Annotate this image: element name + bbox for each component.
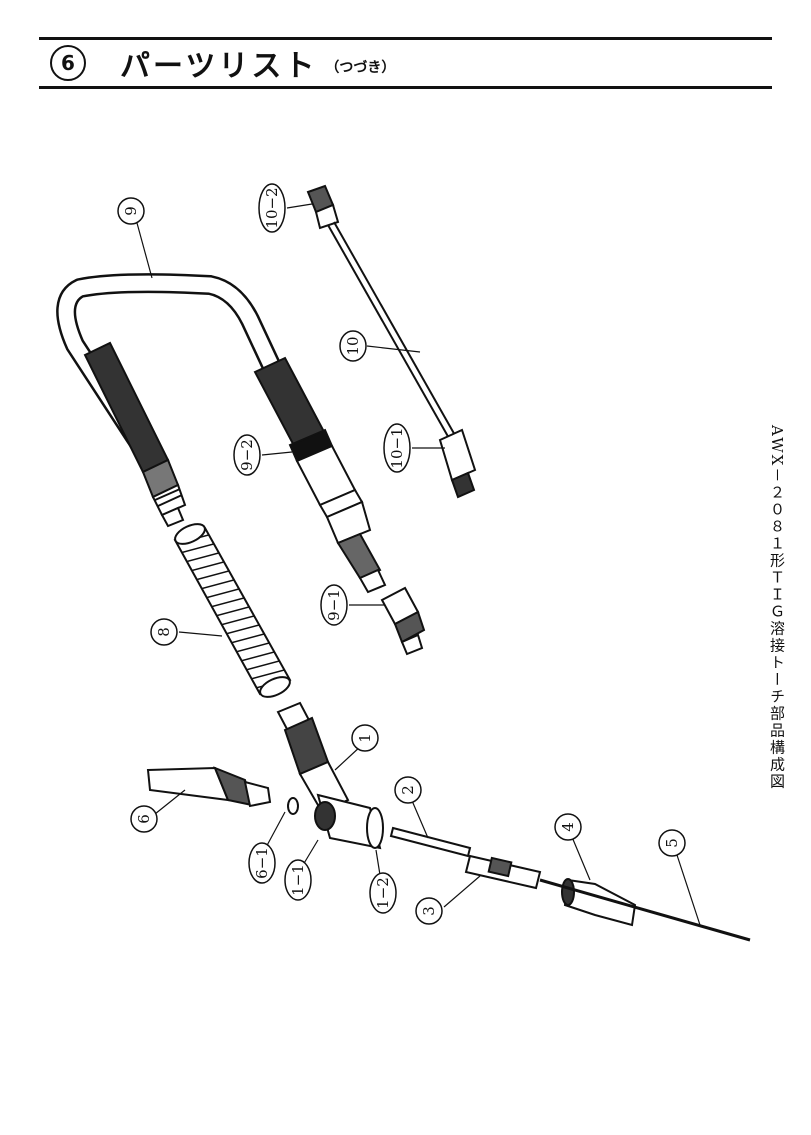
page-header: 6 パーツリスト （つづき）	[50, 42, 395, 84]
part-9-1-fitting	[380, 586, 426, 656]
callout-1-2	[369, 872, 397, 914]
callout-label-1-1: 1−1	[289, 864, 307, 896]
callout-circles	[117, 183, 686, 925]
callout-label-4: 4	[559, 822, 577, 832]
page-title: パーツリスト	[120, 49, 318, 84]
callout-4	[554, 813, 582, 841]
callout-10	[339, 330, 367, 362]
part-4-nozzle	[561, 878, 637, 927]
callout-label-6-1: 6−1	[253, 847, 271, 879]
callout-6-1	[248, 842, 276, 884]
part-8-hose-cover	[173, 523, 292, 698]
header-top-rule	[39, 37, 772, 40]
callout-1	[351, 724, 379, 752]
callout-label-3: 3	[420, 906, 438, 916]
callout-9	[117, 197, 145, 225]
callout-label-5: 5	[663, 838, 681, 848]
callout-9-1	[320, 584, 348, 626]
callout-label-1: 1	[356, 733, 374, 743]
header-bottom-rule	[39, 86, 772, 89]
part-10-switch-cord	[306, 184, 477, 499]
part-5-electrode	[539, 878, 751, 942]
callout-9-2	[233, 434, 261, 476]
part-2-collet	[389, 826, 472, 858]
part-6-1-oring	[287, 797, 299, 815]
callout-label-9: 9	[122, 206, 140, 216]
callout-10-1	[383, 423, 411, 473]
callout-label-9-2: 9−2	[238, 439, 256, 471]
callout-3	[415, 897, 443, 925]
part-9-cable	[56, 273, 387, 594]
callout-6	[130, 805, 158, 833]
callout-1-1	[284, 859, 312, 901]
callout-8	[150, 618, 178, 646]
callout-label-10: 10	[344, 336, 362, 355]
callout-label-8: 8	[155, 627, 173, 637]
drawing-caption: AWX－２０８１形ＴＩＧ溶接トーチ部品構成図	[768, 425, 786, 791]
callout-label-1-2: 1−2	[374, 877, 392, 909]
callout-label-2: 2	[399, 785, 417, 795]
part-6-back-cap	[146, 766, 272, 808]
callout-2	[394, 776, 422, 804]
callout-10-2	[258, 183, 286, 233]
callout-label-10-2: 10−2	[263, 187, 281, 228]
page-subtitle: （つづき）	[325, 60, 396, 76]
callout-5	[658, 829, 686, 857]
callout-label-6: 6	[135, 814, 153, 824]
section-number: 6	[50, 45, 86, 81]
part-1-torch-body	[276, 701, 384, 850]
callout-label-10-1: 10−1	[388, 427, 406, 468]
callout-labels: 9 10−2 10 10−1 9−2 9−1 8 1 2 6 6−1 1−1 1…	[122, 187, 681, 915]
callout-label-9-1: 9−1	[325, 589, 343, 621]
part-3-collet-body	[464, 854, 542, 890]
